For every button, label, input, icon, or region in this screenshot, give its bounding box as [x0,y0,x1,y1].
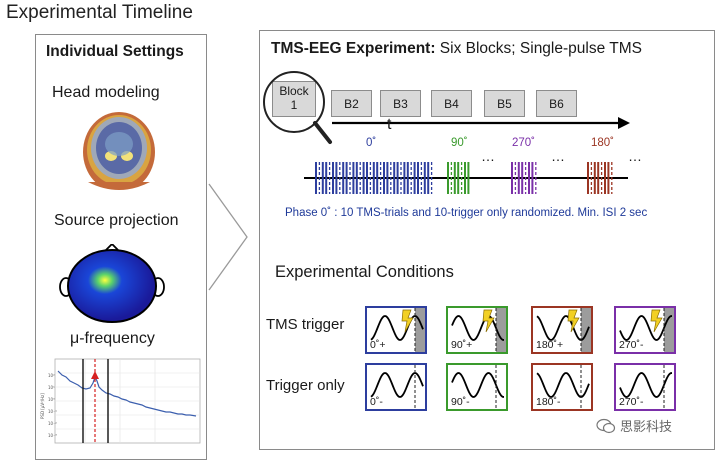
row-label-tms-trigger: TMS trigger [266,316,345,333]
condition-label: 270˚- [619,396,644,408]
lightning-bolt-icon [401,309,414,333]
watermark: 思影科技 [596,416,672,435]
psd-ytick: 10² [48,373,55,378]
psd-ytick: 10⁻¹ [48,409,57,414]
ellipsis-3: … [628,148,642,164]
mu-frequency-label: μ-frequency [70,330,155,347]
condition-label: 90˚- [451,396,470,408]
experimental-conditions-title: Experimental Conditions [275,263,454,281]
psd-ylabel: PSD [μV²/Hz] [40,393,45,419]
ellipsis-1: … [481,148,495,164]
condition-box: 90˚- [446,363,508,411]
lightning-bolt-icon [567,309,580,333]
lightning-bolt-icon [650,309,663,333]
condition-label: 0˚- [370,396,383,408]
wechat-icon [596,418,616,433]
phase-label-270: 270˚ [512,137,536,149]
block-5: B5 [484,90,525,117]
row-label-trigger-only: Trigger only [266,377,345,394]
phase-label-180: 180˚ [591,137,615,149]
block-1: Block 1 [272,81,316,117]
psd-plot: 10² 10¹ 10⁰ 10⁻¹ 10⁻² 10⁻³ PSD [μV²/Hz] [40,358,201,444]
condition-box: 180˚+ [531,306,593,354]
ellipsis-2: … [551,148,565,164]
condition-box: 0˚- [365,363,427,411]
condition-box: 180˚- [531,363,593,411]
block-6: B6 [536,90,577,117]
source-projection-label: Source projection [54,212,179,229]
condition-box: 270˚- [614,363,676,411]
phase-label-0: 0˚ [366,137,377,149]
tms-eeg-heading: TMS-EEG Experiment: Six Blocks; Single-p… [271,40,642,57]
condition-label: 0˚+ [370,339,386,351]
condition-box: 0˚+ [365,306,427,354]
condition-label: 180˚- [536,396,561,408]
block-3: B3 [380,90,421,117]
psd-ytick: 10⁻³ [48,433,57,438]
block-2: B2 [331,90,372,117]
condition-label: 270˚- [619,339,644,351]
phase-label-90: 90˚ [451,137,468,149]
page-title: Experimental Timeline [6,2,193,23]
condition-label: 90˚+ [451,339,473,351]
lightning-bolt-icon [482,309,495,333]
chevron-right-icon [208,183,248,291]
psd-ytick: 10⁻² [48,421,57,426]
block-4: B4 [431,90,472,117]
psd-ytick: 10⁰ [48,397,55,402]
individual-settings-heading: Individual Settings [46,43,184,60]
head-model-image [80,112,158,194]
condition-box: 90˚+ [446,306,508,354]
psd-ytick: 10¹ [48,385,55,390]
timeline-graphic [263,71,630,194]
condition-box: 270˚- [614,306,676,354]
condition-label: 180˚+ [536,339,564,351]
time-axis-label: t [387,116,392,133]
source-projection-image [59,244,165,323]
head-modeling-label: Head modeling [52,84,160,101]
phase-note: Phase 0˚ : 10 TMS-trials and 10-trigger … [285,207,648,219]
